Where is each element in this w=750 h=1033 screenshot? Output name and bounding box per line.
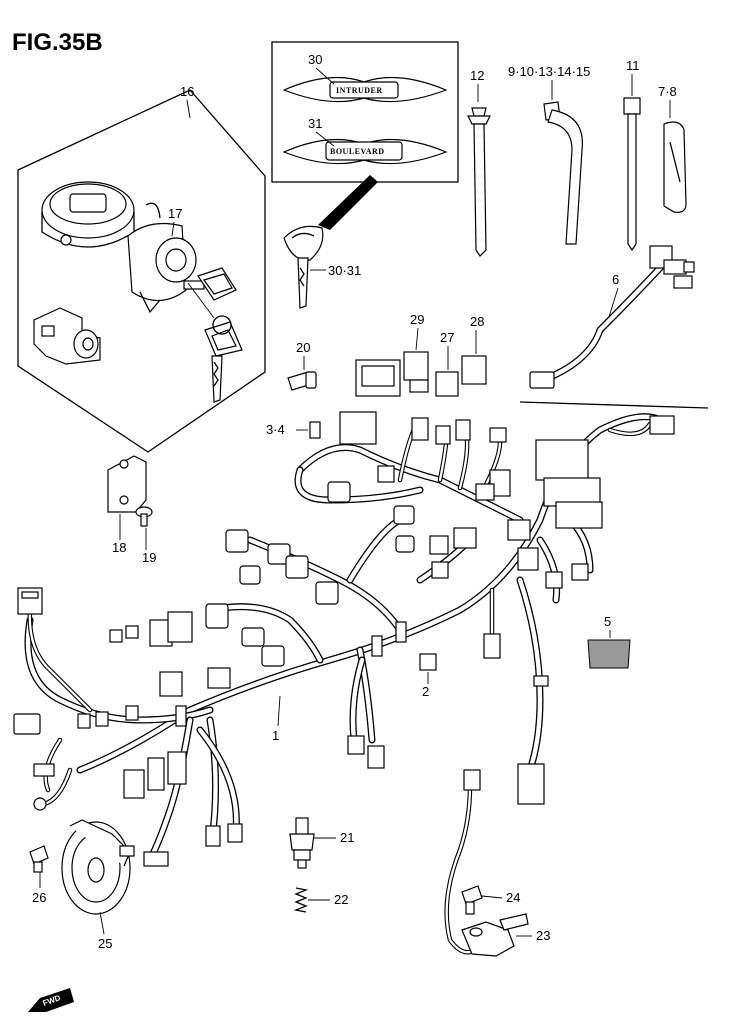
spring-22: [293, 887, 309, 913]
cable-tie-11: [623, 97, 641, 252]
bolt-26: [29, 845, 49, 873]
sub-harness-6: [529, 245, 695, 389]
label-20: 20: [296, 340, 310, 355]
label-18: 18: [112, 540, 126, 555]
fuse-3-4: [309, 421, 321, 439]
label-25: 25: [98, 936, 112, 951]
label-27: 27: [440, 330, 454, 345]
emblem-31-text: BOULEVARD: [330, 147, 385, 156]
emblem-box: INTRUDER BOULEVARD: [271, 41, 459, 183]
ignition-switch-set-box: [17, 89, 266, 453]
clamp-9-15: [543, 101, 584, 245]
label-5: 5: [604, 614, 611, 629]
emblem-31: BOULEVARD: [282, 138, 448, 165]
bracket-18: [107, 455, 147, 513]
sensor-23: [444, 769, 529, 957]
label-19: 19: [142, 550, 156, 565]
ignition-switch-body: [127, 202, 205, 314]
bolt-19: [135, 506, 153, 527]
emblem-30-text: INTRUDER: [336, 86, 383, 95]
forward-direction-badge: FWD: [28, 988, 74, 1012]
label-28: 28: [470, 314, 484, 329]
label-30-31: 30·31: [328, 263, 361, 278]
ignition-key-pair: [187, 267, 243, 403]
lock-cylinder: [33, 307, 101, 365]
label-31: 31: [308, 116, 322, 131]
label-7-8: 7·8: [658, 84, 677, 99]
label-12: 12: [470, 68, 484, 83]
label-3-4: 3·4: [266, 422, 285, 437]
label-6: 6: [612, 272, 619, 287]
bolt-20: [287, 371, 317, 391]
clamp-7-8: [663, 121, 687, 213]
label-30: 30: [308, 52, 322, 67]
relay-cluster: [327, 351, 675, 529]
label-2: 2: [422, 684, 429, 699]
label-1: 1: [272, 728, 279, 743]
label-9-15: 9·10·13·14·15: [508, 64, 590, 79]
emblem-30: INTRUDER: [282, 76, 448, 103]
steering-lock-cap: [41, 181, 135, 248]
switch-21: [289, 817, 315, 869]
label-16: 16: [180, 84, 194, 99]
label-23: 23: [536, 928, 550, 943]
label-29: 29: [410, 312, 424, 327]
label-26: 26: [32, 890, 46, 905]
label-22: 22: [334, 892, 348, 907]
label-21: 21: [340, 830, 354, 845]
label-sticker-5: [587, 639, 631, 669]
label-17: 17: [168, 206, 182, 221]
figure-title: FIG.35B: [12, 29, 103, 56]
label-24: 24: [506, 890, 520, 905]
label-11: 11: [626, 58, 640, 73]
bolt-24: [461, 885, 483, 915]
horn-25: [61, 819, 135, 915]
relay-2: [419, 653, 437, 671]
harness-connectors: [13, 505, 589, 867]
key-blank: [283, 225, 324, 309]
clamp-12: [467, 107, 491, 257]
pointer-arrow: [318, 175, 378, 230]
